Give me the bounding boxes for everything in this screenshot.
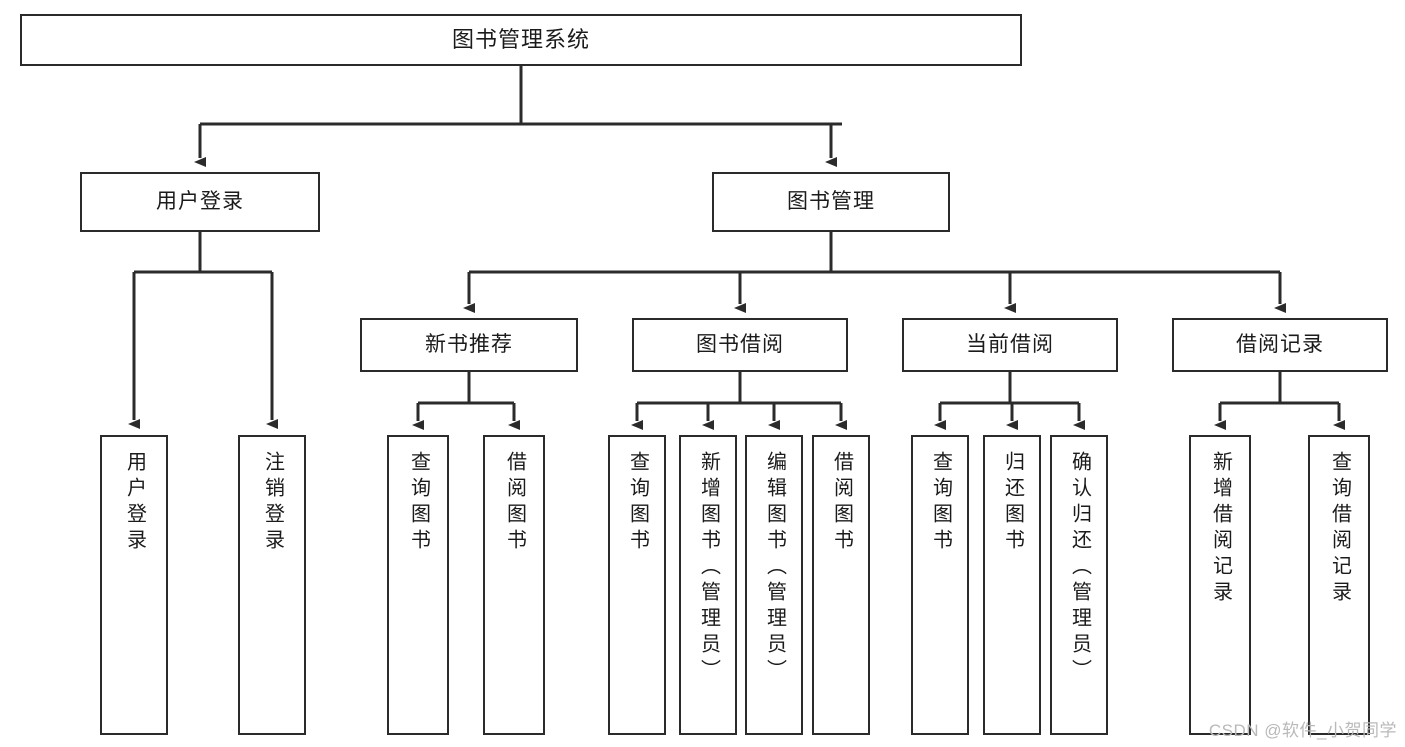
node-current-borrow[interactable]: 当前借阅 bbox=[902, 318, 1118, 372]
leaf-label: 查询图书 bbox=[407, 451, 430, 555]
node-new-book-recommend[interactable]: 新书推荐 bbox=[360, 318, 578, 372]
leaf-add-borrow-record[interactable]: 新增借阅记录 bbox=[1189, 435, 1251, 735]
leaf-add-book-admin[interactable]: 新增图书（管理员） bbox=[679, 435, 737, 735]
leaf-borrow-book[interactable]: 借阅图书 bbox=[812, 435, 870, 735]
leaf-label: 查询图书 bbox=[929, 451, 952, 555]
leaf-query-book-current[interactable]: 查询图书 bbox=[911, 435, 969, 735]
leaf-label: 归还图书 bbox=[1001, 451, 1024, 555]
leaf-query-borrow-record[interactable]: 查询借阅记录 bbox=[1308, 435, 1370, 735]
leaf-label: 新增图书（管理员） bbox=[697, 451, 720, 685]
watermark: CSDN @软件_小贺同学 bbox=[1208, 721, 1397, 740]
leaf-label: 借阅图书 bbox=[830, 451, 853, 555]
leaf-label: 借阅图书 bbox=[503, 451, 526, 555]
node-borrow-record[interactable]: 借阅记录 bbox=[1172, 318, 1388, 372]
leaf-borrow-book-recommend[interactable]: 借阅图书 bbox=[483, 435, 545, 735]
leaf-label: 编辑图书（管理员） bbox=[763, 451, 786, 685]
leaf-label: 查询借阅记录 bbox=[1328, 451, 1351, 607]
leaf-label: 注销登录 bbox=[261, 451, 284, 555]
leaf-query-book-recommend[interactable]: 查询图书 bbox=[387, 435, 449, 735]
node-user-login[interactable]: 用户登录 bbox=[80, 172, 320, 232]
leaf-return-book[interactable]: 归还图书 bbox=[983, 435, 1041, 735]
leaf-label: 用户登录 bbox=[123, 451, 146, 555]
leaf-label: 确认归还（管理员） bbox=[1068, 451, 1091, 685]
leaf-user-login[interactable]: 用户登录 bbox=[100, 435, 168, 735]
leaf-label: 新增借阅记录 bbox=[1209, 451, 1232, 607]
node-root[interactable]: 图书管理系统 bbox=[20, 14, 1022, 66]
leaf-logout[interactable]: 注销登录 bbox=[238, 435, 306, 735]
leaf-confirm-return-admin[interactable]: 确认归还（管理员） bbox=[1050, 435, 1108, 735]
node-book-manage[interactable]: 图书管理 bbox=[712, 172, 950, 232]
leaf-query-book-borrow[interactable]: 查询图书 bbox=[608, 435, 666, 735]
leaf-edit-book-admin[interactable]: 编辑图书（管理员） bbox=[745, 435, 803, 735]
leaf-label: 查询图书 bbox=[626, 451, 649, 555]
node-book-borrow[interactable]: 图书借阅 bbox=[632, 318, 848, 372]
